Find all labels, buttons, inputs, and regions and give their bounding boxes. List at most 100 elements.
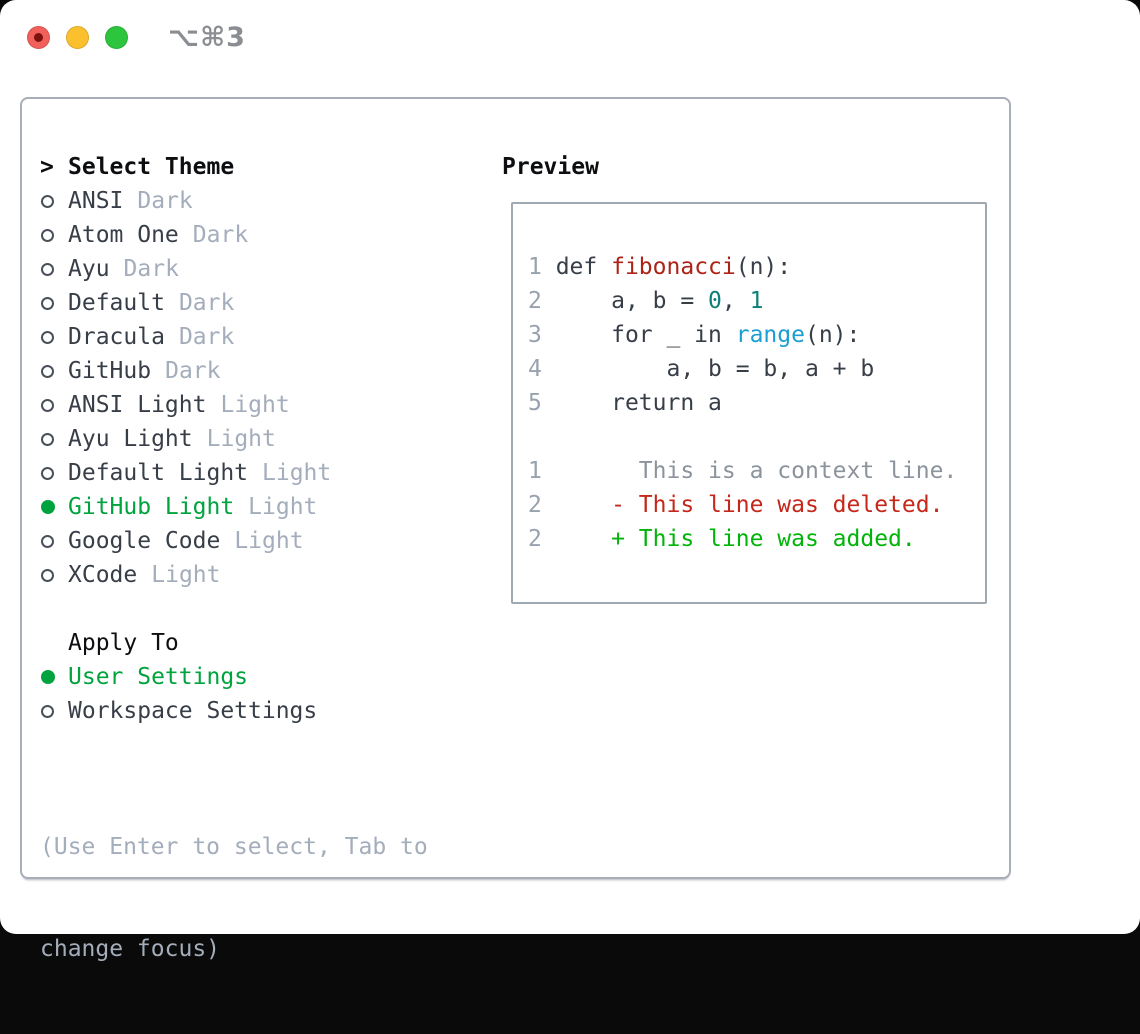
theme-name: Dracula — [68, 324, 165, 350]
code-token: , — [722, 288, 750, 314]
theme-name: Ayu Light — [68, 426, 193, 452]
line-number: 5 — [528, 390, 542, 416]
radio-icon — [40, 422, 68, 456]
code-line: 4 a, b = b, a + b — [528, 352, 985, 386]
close-button[interactable] — [27, 26, 50, 49]
theme-name: Default Light — [68, 460, 248, 486]
theme-variant: Light — [248, 494, 317, 520]
radio-icon — [40, 286, 68, 320]
code-token: a, b = — [542, 288, 708, 314]
radio-icon — [40, 558, 68, 592]
line-number: 2 — [528, 288, 542, 314]
apply-option-user-settings[interactable]: User Settings — [40, 660, 428, 694]
zoom-button[interactable] — [105, 26, 128, 49]
theme-name: Default — [68, 290, 165, 316]
deleted-text: - This line was deleted. — [542, 492, 944, 518]
preview-pane: Preview 1 def fibonacci(n): 2 a, b = 0, … — [502, 150, 987, 604]
radio-icon — [40, 184, 68, 218]
theme-name: ANSI — [68, 188, 123, 214]
code-line: 5 return a — [528, 386, 985, 420]
code-token: def — [542, 254, 611, 280]
theme-variant: Dark — [179, 290, 234, 316]
radio-icon — [40, 456, 68, 490]
titlebar: ⌥⌘3 — [0, 0, 1140, 97]
theme-name: GitHub — [68, 358, 151, 384]
line-number: 2 — [528, 526, 542, 552]
theme-name: Ayu — [68, 256, 110, 282]
line-number: 3 — [528, 322, 542, 348]
theme-option-dracula-dark[interactable]: Dracula Dark — [40, 320, 428, 354]
theme-variant: Dark — [165, 358, 220, 384]
hint-text: (Use Enter to select, Tab to change focu… — [40, 762, 428, 1034]
theme-option-atom-one-dark[interactable]: Atom One Dark — [40, 218, 428, 252]
added-text: + This line was added. — [542, 526, 916, 552]
theme-settings-panel: > Select Theme ANSI Dark Atom One Dark A… — [20, 97, 1011, 879]
code-token: a, b = b, a + b — [542, 356, 874, 382]
theme-name: XCode — [68, 562, 137, 588]
context-text: This is a context line. — [542, 458, 957, 484]
preview-box: 1 def fibonacci(n): 2 a, b = 0, 1 3 for … — [511, 202, 987, 604]
apply-option-workspace-settings[interactable]: Workspace Settings — [40, 694, 428, 728]
hint-line-2: change focus) — [40, 932, 428, 966]
theme-name: Atom One — [68, 222, 179, 248]
radio-icon — [40, 388, 68, 422]
theme-list-heading: > Select Theme — [40, 150, 428, 184]
code-token: (n): — [805, 322, 860, 348]
code-line: 3 for _ in range(n): — [528, 318, 985, 352]
theme-variant: Light — [234, 528, 303, 554]
code-token: return a — [542, 390, 722, 416]
radio-icon — [40, 252, 68, 286]
theme-option-github-dark[interactable]: GitHub Dark — [40, 354, 428, 388]
code-line: 1 def fibonacci(n): — [528, 250, 985, 284]
theme-option-ansi-dark[interactable]: ANSI Dark — [40, 184, 428, 218]
theme-variant: Dark — [124, 256, 179, 282]
line-number: 1 — [528, 254, 542, 280]
theme-name: Google Code — [68, 528, 220, 554]
theme-variant: Light — [220, 392, 289, 418]
line-number: 2 — [528, 492, 542, 518]
radio-icon — [40, 354, 68, 388]
theme-list-title: Select Theme — [68, 154, 234, 180]
function-token: fibonacci — [611, 254, 736, 280]
theme-option-default-light[interactable]: Default Light Light — [40, 456, 428, 490]
theme-variant: Dark — [179, 324, 234, 350]
diff-deleted-line: 2 - This line was deleted. — [528, 488, 985, 522]
app-window: ⌥⌘3 > Select Theme ANSI Dark Atom One Da… — [0, 0, 1140, 934]
hint-line-1: (Use Enter to select, Tab to — [40, 830, 428, 864]
minimize-button[interactable] — [66, 26, 89, 49]
theme-option-xcode[interactable]: XCode Light — [40, 558, 428, 592]
line-number: 4 — [528, 356, 542, 382]
selection-prompt-icon: > — [40, 154, 54, 180]
keyboard-shortcut-label: ⌥⌘3 — [168, 22, 246, 53]
apply-option-label: Workspace Settings — [68, 698, 317, 724]
theme-option-google-code[interactable]: Google Code Light — [40, 524, 428, 558]
diff-context-line: 1 This is a context line. — [528, 454, 985, 488]
theme-option-default-dark[interactable]: Default Dark — [40, 286, 428, 320]
modified-indicator-icon — [34, 33, 43, 42]
theme-option-ayu-light[interactable]: Ayu Light Light — [40, 422, 428, 456]
theme-variant: Light — [151, 562, 220, 588]
radio-selected-icon — [40, 490, 68, 524]
code-token: for _ in — [542, 322, 736, 348]
diff-added-line: 2 + This line was added. — [528, 522, 985, 556]
number-token: 1 — [750, 288, 764, 314]
theme-variant: Light — [207, 426, 276, 452]
builtin-token: range — [736, 322, 805, 348]
theme-option-ansi-light[interactable]: ANSI Light Light — [40, 388, 428, 422]
theme-option-ayu-dark[interactable]: Ayu Dark — [40, 252, 428, 286]
radio-icon — [40, 694, 68, 728]
code-token: (n): — [736, 254, 791, 280]
theme-variant: Dark — [137, 188, 192, 214]
apply-to-heading: Apply To — [40, 626, 428, 660]
radio-icon — [40, 524, 68, 558]
line-number: 1 — [528, 458, 542, 484]
theme-variant: Dark — [193, 222, 248, 248]
number-token: 0 — [708, 288, 722, 314]
theme-name: GitHub Light — [68, 494, 234, 520]
theme-option-github-light[interactable]: GitHub Light Light — [40, 490, 428, 524]
code-line: 2 a, b = 0, 1 — [528, 284, 985, 318]
radio-selected-icon — [40, 660, 68, 694]
radio-icon — [40, 320, 68, 354]
apply-to-title: Apply To — [68, 630, 179, 656]
theme-list: > Select Theme ANSI Dark Atom One Dark A… — [40, 150, 428, 1034]
